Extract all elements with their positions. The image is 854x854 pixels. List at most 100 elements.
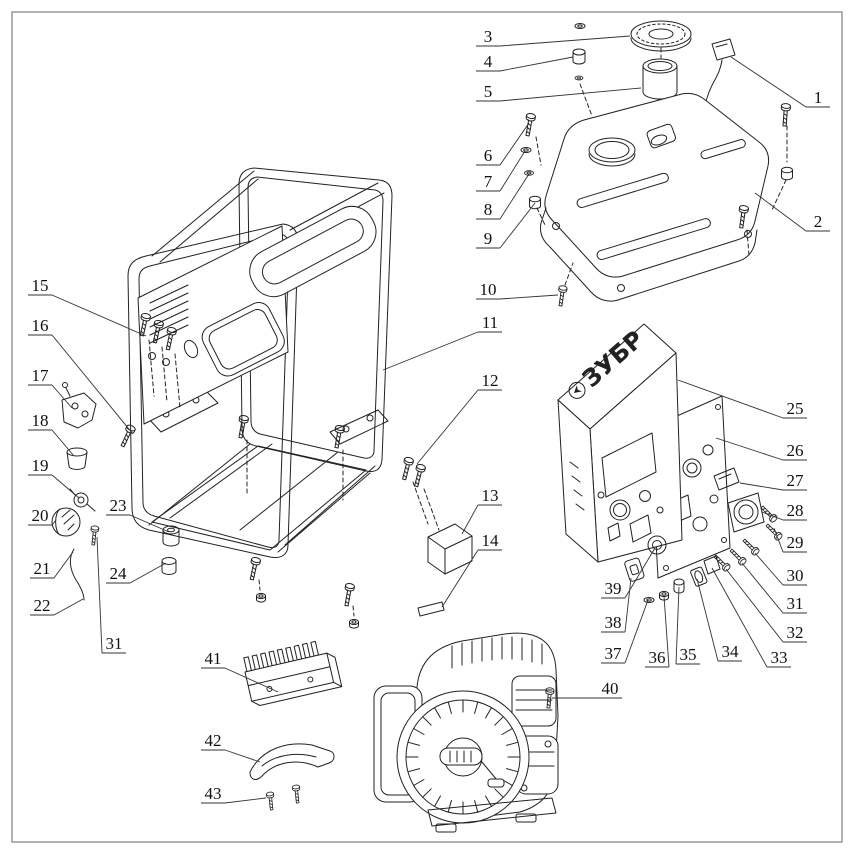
callout-number: 15 bbox=[32, 276, 49, 295]
callout-number: 13 bbox=[482, 486, 499, 505]
callout-number: 26 bbox=[787, 441, 804, 460]
callout-12: 12 bbox=[416, 371, 502, 465]
callout-7: 7 bbox=[476, 150, 526, 192]
control-panel: ЗУБР bbox=[557, 323, 683, 563]
callout-number: 43 bbox=[205, 784, 222, 803]
callout-3: 3 bbox=[476, 27, 631, 47]
switch-box bbox=[427, 523, 473, 575]
bushing-24 bbox=[161, 557, 177, 575]
rubber-foot-18 bbox=[66, 447, 88, 470]
fuel-tank bbox=[540, 92, 770, 302]
callout-35: 35 bbox=[675, 586, 700, 665]
mid-fasteners bbox=[399, 456, 440, 531]
callout-number: 20 bbox=[32, 506, 49, 525]
callout-43: 43 bbox=[201, 784, 267, 804]
callout-number: 31 bbox=[787, 594, 804, 613]
socket-28 bbox=[727, 492, 765, 533]
callout-number: 36 bbox=[649, 648, 666, 667]
callout-number: 32 bbox=[787, 623, 804, 642]
callout-14: 14 bbox=[441, 531, 502, 608]
callout-18: 18 bbox=[28, 411, 75, 457]
switch-34 bbox=[690, 566, 708, 587]
callout-number: 33 bbox=[771, 648, 788, 667]
callout-number: 6 bbox=[484, 146, 493, 165]
callout-20: 20 bbox=[28, 506, 57, 526]
frame bbox=[117, 167, 393, 629]
callout-number: 9 bbox=[484, 229, 493, 248]
callout-5: 5 bbox=[476, 82, 642, 102]
callout-22: 22 bbox=[30, 596, 84, 616]
callout-27: 27 bbox=[739, 471, 807, 491]
callout-40: 40 bbox=[552, 679, 622, 699]
callout-9: 9 bbox=[476, 202, 536, 249]
callout-41: 41 bbox=[201, 649, 279, 693]
callout-number: 19 bbox=[32, 456, 49, 475]
callout-number: 10 bbox=[480, 280, 497, 299]
recoil-starter bbox=[396, 690, 530, 824]
callout-number: 18 bbox=[32, 411, 49, 430]
engine bbox=[373, 632, 559, 833]
callout-19: 19 bbox=[28, 456, 80, 499]
callout-number: 5 bbox=[484, 82, 493, 101]
callout-32: 32 bbox=[725, 568, 807, 643]
wire-21 bbox=[69, 548, 85, 601]
callout-33: 33 bbox=[711, 567, 791, 668]
callout-30: 30 bbox=[754, 552, 807, 586]
callout-layer: 1234567891011121314151617181920212223242… bbox=[28, 27, 830, 804]
callout-number: 17 bbox=[32, 366, 50, 385]
callout-number: 22 bbox=[34, 596, 51, 615]
callout-31: 31 bbox=[741, 562, 807, 614]
callout-number: 24 bbox=[110, 564, 128, 583]
knob-39 bbox=[647, 535, 667, 555]
callout-number: 23 bbox=[110, 496, 127, 515]
brand-arrow-icon bbox=[574, 385, 582, 393]
callout-number: 34 bbox=[722, 642, 740, 661]
callout-2: 2 bbox=[754, 192, 830, 232]
bracket-17 bbox=[61, 382, 97, 429]
callout-11: 11 bbox=[382, 313, 502, 371]
end-cap-20 bbox=[51, 507, 81, 537]
callout-15: 15 bbox=[28, 276, 147, 337]
callout-17: 17 bbox=[28, 366, 73, 409]
callout-number: 16 bbox=[32, 316, 49, 335]
callout-number: 21 bbox=[34, 559, 51, 578]
inverter-module bbox=[243, 640, 343, 707]
callout-39: 39 bbox=[601, 547, 656, 599]
callout-number: 35 bbox=[680, 645, 697, 664]
callout-23: 23 bbox=[106, 496, 170, 533]
fuel-cap bbox=[630, 20, 692, 59]
callout-number: 14 bbox=[482, 531, 500, 550]
connector-27 bbox=[713, 467, 740, 491]
callout-8: 8 bbox=[476, 173, 530, 220]
callout-number: 3 bbox=[484, 27, 493, 46]
callout-31: 31 bbox=[96, 536, 126, 654]
callout-37: 37 bbox=[601, 599, 649, 664]
callout-1: 1 bbox=[730, 56, 830, 108]
callout-28: 28 bbox=[761, 501, 807, 521]
callout-number: 39 bbox=[605, 579, 622, 598]
callout-6: 6 bbox=[476, 122, 530, 166]
callout-29: 29 bbox=[773, 527, 807, 553]
callout-24: 24 bbox=[106, 562, 167, 584]
callout-10: 10 bbox=[476, 280, 559, 300]
callout-26: 26 bbox=[715, 437, 807, 461]
callout-number: 41 bbox=[205, 649, 222, 668]
carry-handle bbox=[249, 205, 377, 298]
callout-34: 34 bbox=[696, 578, 742, 662]
tank-fasteners bbox=[520, 102, 793, 307]
callout-number: 40 bbox=[602, 679, 619, 698]
block-33 bbox=[703, 555, 721, 575]
callout-number: 28 bbox=[787, 501, 804, 520]
callout-number: 1 bbox=[814, 88, 823, 107]
callout-4: 4 bbox=[476, 52, 574, 72]
flat-plate-14 bbox=[417, 601, 445, 617]
callout-number: 11 bbox=[482, 313, 498, 332]
callout-42: 42 bbox=[201, 731, 261, 763]
callout-21: 21 bbox=[30, 551, 74, 579]
callout-number: 37 bbox=[605, 644, 623, 663]
callout-number: 8 bbox=[484, 200, 493, 219]
screws-43 bbox=[265, 784, 302, 811]
callout-number: 12 bbox=[482, 371, 499, 390]
